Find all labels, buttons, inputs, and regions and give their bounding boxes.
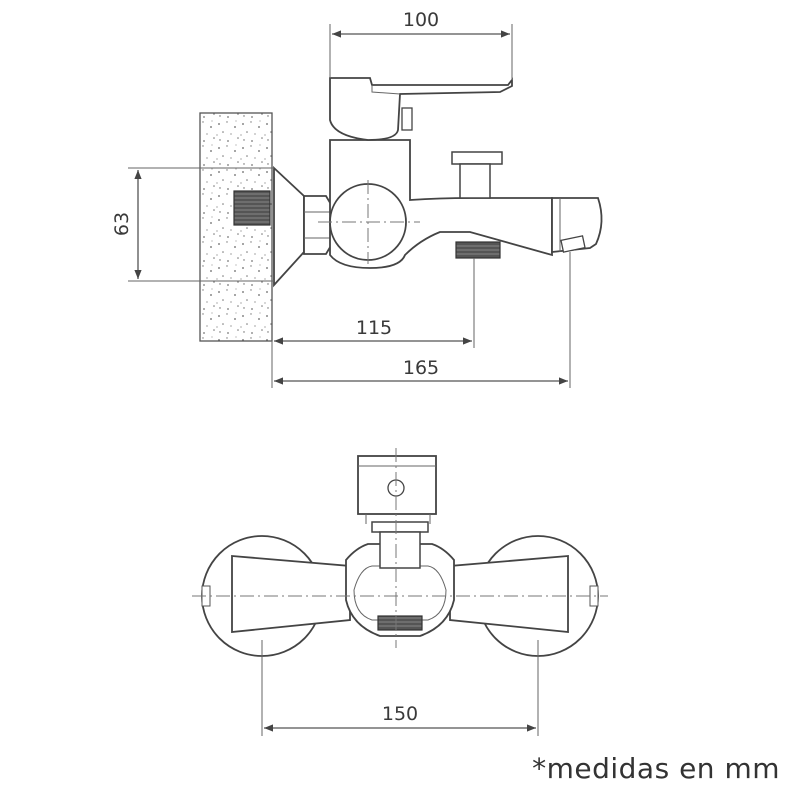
dimension-inlet-height-label: 63 bbox=[111, 212, 133, 236]
escutcheon bbox=[273, 165, 305, 288]
front-diverter-cap bbox=[371, 521, 429, 533]
wall-inlet-thread bbox=[233, 190, 271, 226]
lever-button bbox=[401, 107, 413, 131]
dimension-inlet-spacing: 150 bbox=[261, 640, 539, 736]
dimension-outlet: 115 bbox=[274, 258, 475, 348]
dimension-lever: 100 bbox=[329, 9, 513, 80]
front-valve-body bbox=[345, 543, 455, 637]
units-note: *medidas en mm bbox=[532, 752, 780, 785]
dimension-inlet-height: 63 bbox=[111, 167, 274, 282]
wall-section bbox=[199, 112, 273, 342]
diverter-cap bbox=[451, 151, 503, 165]
side-view: 100 63 115 165 bbox=[111, 9, 603, 388]
lever-handle bbox=[329, 77, 513, 141]
hex-nut bbox=[303, 195, 333, 255]
dimension-lever-label: 100 bbox=[403, 9, 439, 31]
shower-outlet-thread bbox=[455, 241, 501, 259]
dimension-spout-label: 165 bbox=[403, 357, 439, 379]
left-connector-arm bbox=[231, 555, 351, 633]
dimension-spout: 165 bbox=[271, 252, 571, 388]
right-connector-arm bbox=[449, 555, 569, 633]
diverter-stem bbox=[459, 163, 491, 199]
front-outlet-thread bbox=[377, 615, 423, 631]
front-view: 150 bbox=[192, 448, 608, 736]
spout-aerator bbox=[560, 235, 586, 253]
dimension-inlet-spacing-label: 150 bbox=[382, 703, 418, 725]
front-diverter-stem bbox=[379, 531, 421, 569]
spout-tip bbox=[551, 197, 603, 253]
dimension-outlet-label: 115 bbox=[356, 317, 392, 339]
